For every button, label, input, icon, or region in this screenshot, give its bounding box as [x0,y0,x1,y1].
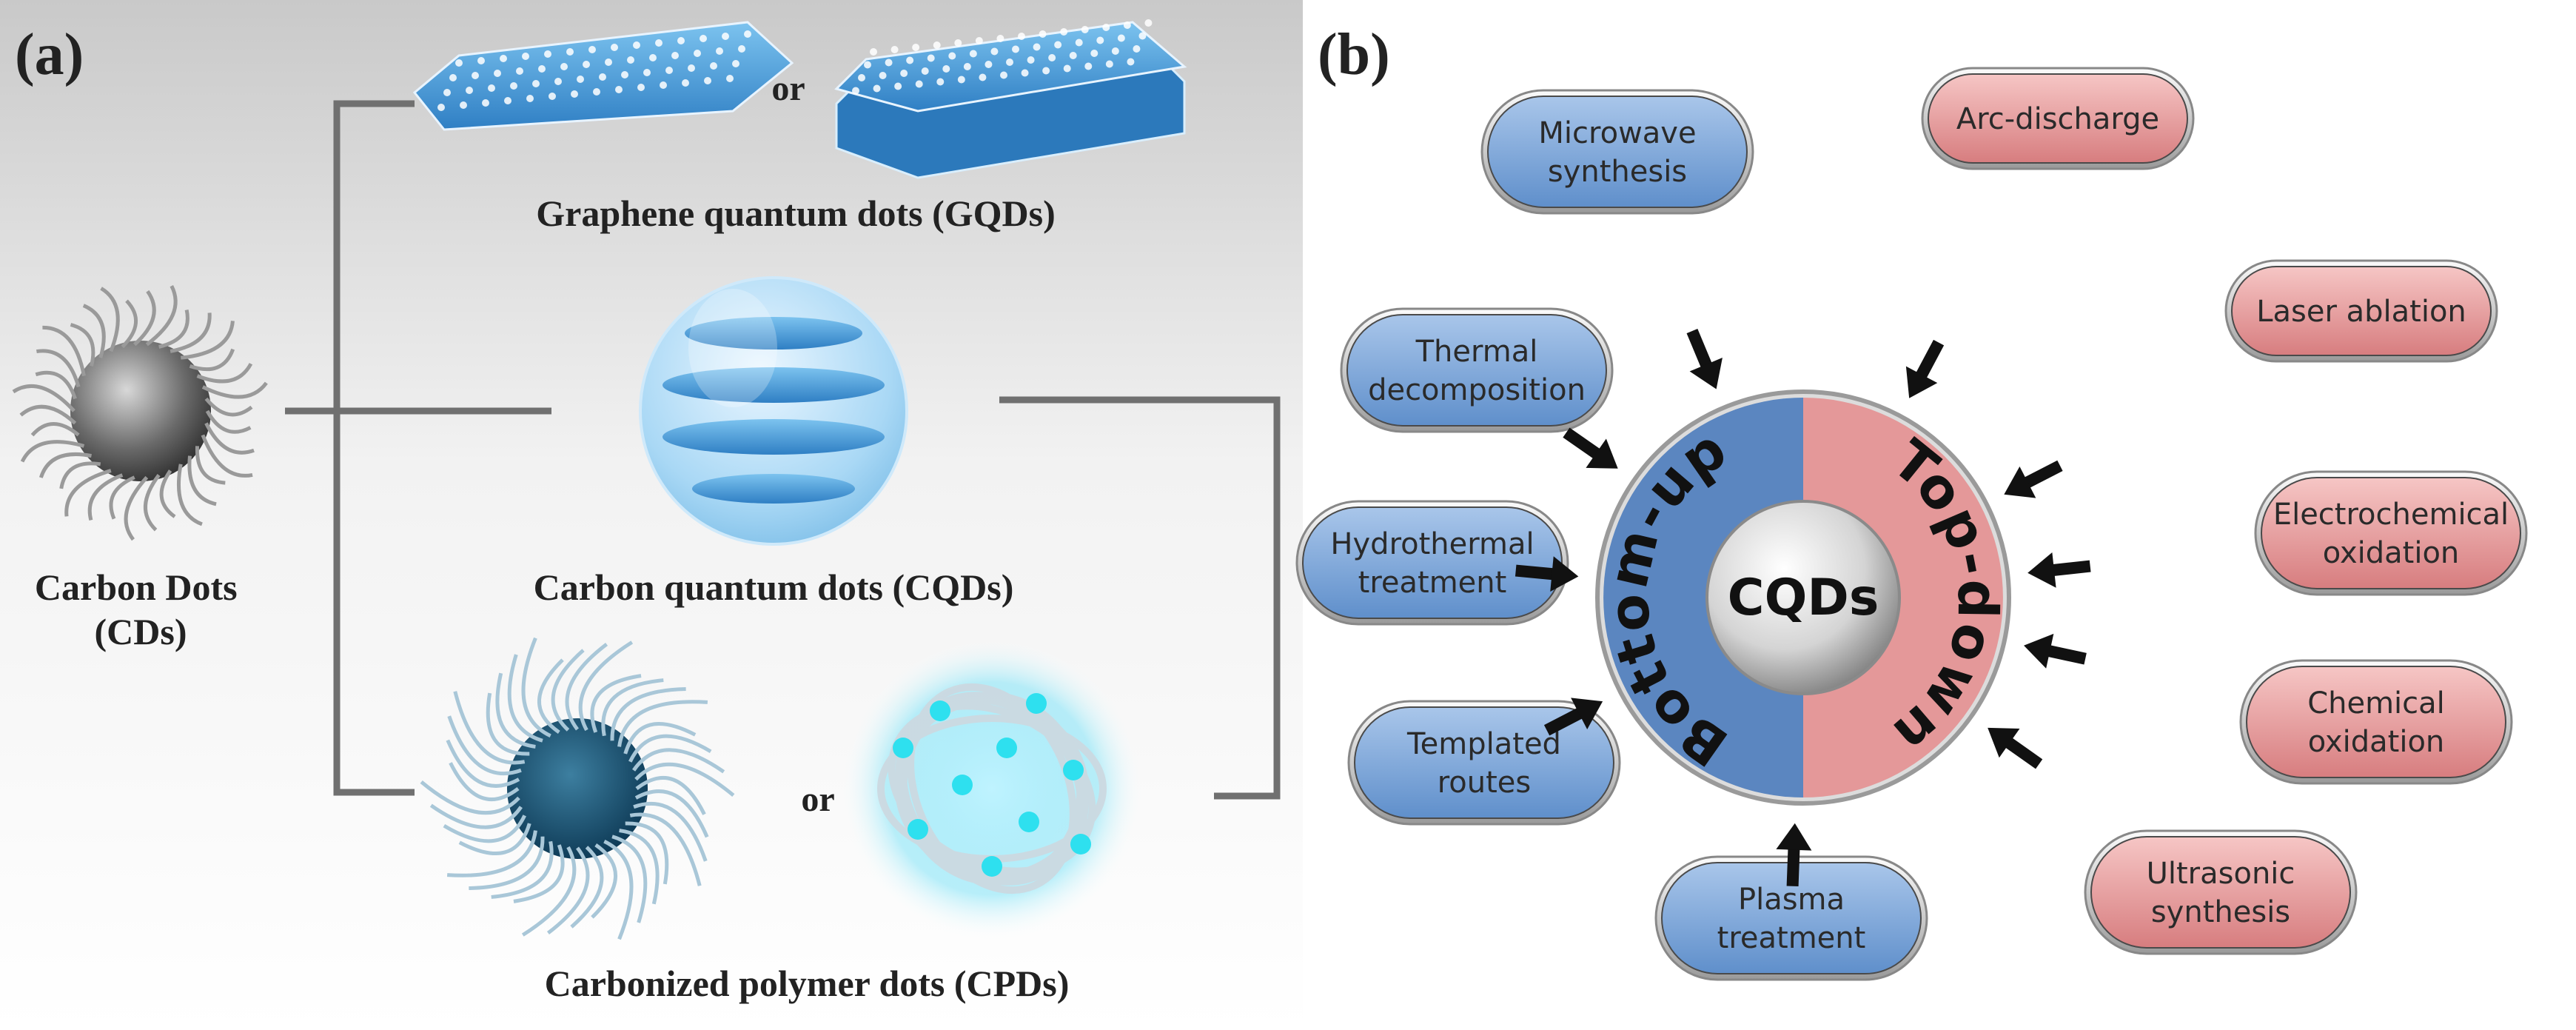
gqd-connector: or [771,69,805,108]
gqd-multi-layer-illustration [834,19,1187,179]
bottom-up-half [1603,398,1803,797]
cqds-hub [1705,500,1901,695]
top-down-arrow-4 [1988,727,2043,769]
panel-b-label: (b) [1318,22,1390,87]
cpd-polymer-illustration [420,637,735,940]
panel-a-label: (a) [15,22,84,87]
bottom-up-arrow-0 [1686,328,1723,389]
cqd-label: Carbon quantum dots (CQDs) [534,566,1014,608]
cqd-sphere-illustration [639,276,908,546]
top-down-method-1: Laser ablation [2004,259,2498,498]
panel-a: (a) Carbon Dots (CDs) or Graphene quantu… [0,0,1303,1030]
tree-connectors [285,100,1281,800]
cpd-connector: or [801,780,834,819]
cqds-hub-label: CQDs [1728,569,1879,627]
top-down-arrow-2 [2027,552,2091,588]
bottom-up-arrow-2 [1515,556,1579,592]
top-down-half [1803,398,2003,797]
gqd-single-layer-illustration [412,21,794,131]
top-down-method-label-1: Laser ablation [2256,295,2466,329]
carbon-dots-label: Carbon Dots (CDs) [35,566,246,652]
cpd-label: Carbonized polymer dots (CPDs) [545,963,1070,1004]
carbon-dot-illustration [12,284,268,541]
top-down-method-0: Arc-discharge [1905,67,2195,398]
bottom-up-arrow-1 [1563,427,1618,469]
bottom-up-arrow-3 [1543,698,1603,736]
gqd-label: Graphene quantum dots (GQDs) [536,193,1056,234]
top-down-method-label-0: Arc-discharge [1956,102,2159,136]
top-down-arrow-3 [2024,633,2087,669]
top-down-arrow-0 [1905,339,1945,398]
bottom-up-arrow-4 [1776,823,1812,887]
synthesis-ring: Bottom-up Top-down CQDs [1595,389,2011,806]
cpd-glowing-sphere-illustration [840,637,1144,940]
top-down-arrow-1 [2004,460,2063,498]
